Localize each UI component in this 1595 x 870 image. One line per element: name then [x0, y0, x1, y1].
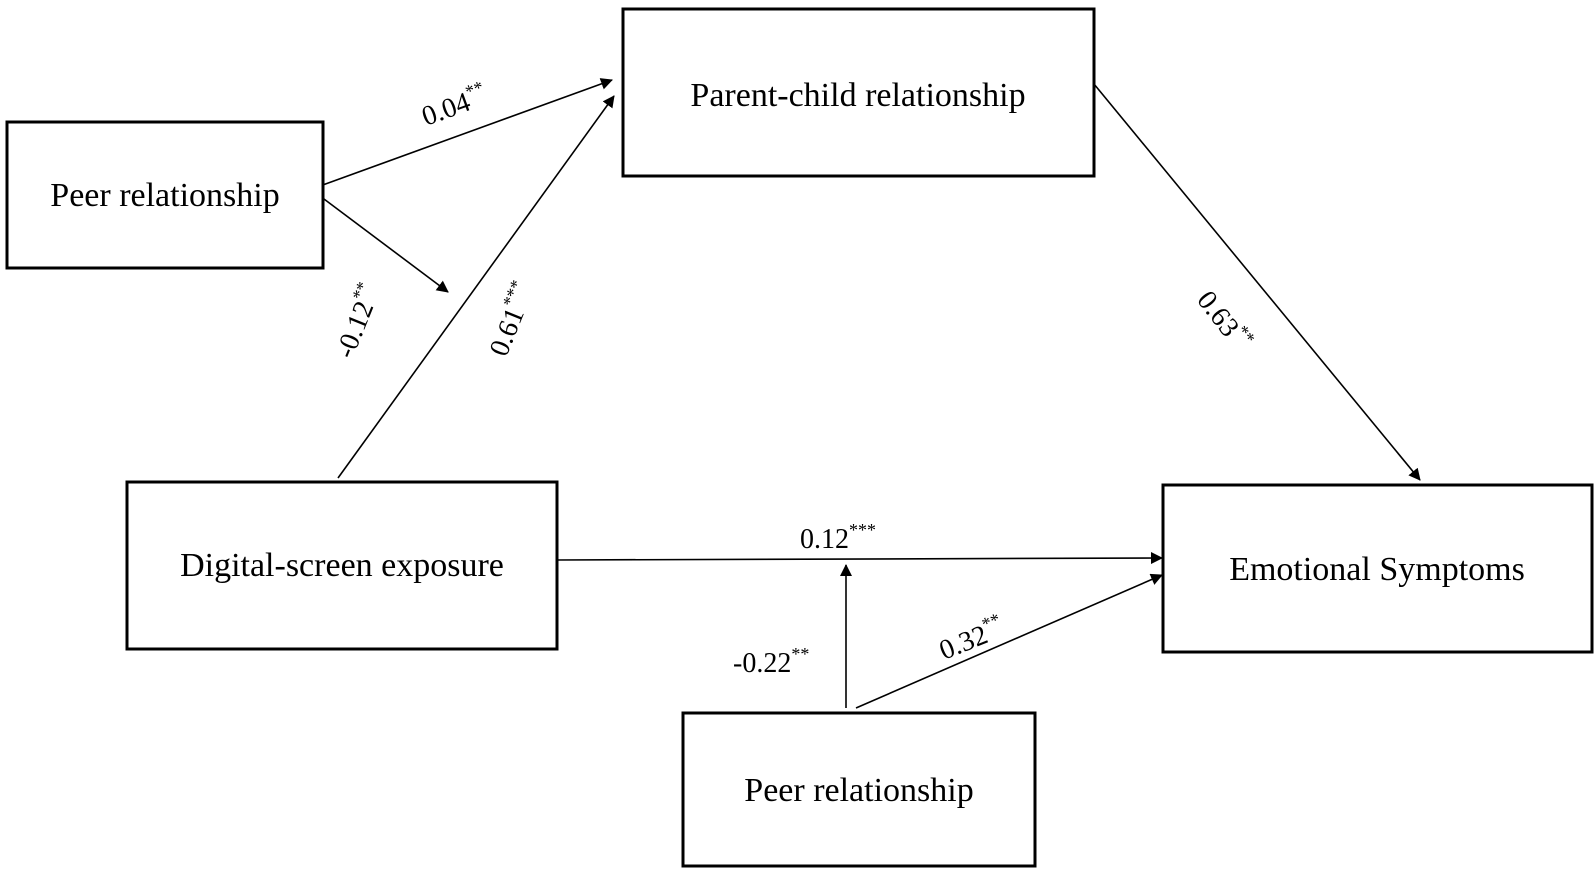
coef-peer-to-parent: 0.04** [416, 77, 491, 133]
edge-peer-to-emotional [855, 573, 1163, 709]
edge-digital-to-emotional [555, 552, 1163, 565]
node-label: Emotional Symptoms [1229, 551, 1525, 588]
node-label: Parent-child relationship [690, 77, 1025, 114]
node-peer-relationship-bottom: Peer relationship [681, 711, 1037, 868]
coef-digital-to-parent: 0.61*** [480, 277, 541, 361]
coef-peer-moderation-bottom: -0.22** [733, 644, 809, 679]
node-parent-child-relationship: Parent-child relationship [621, 7, 1096, 178]
edge-digital-to-parent [337, 95, 615, 479]
node-label: Digital-screen exposure [180, 547, 504, 584]
node-label: Peer relationship [50, 177, 279, 214]
coef-peer-moderation-top: -0.12** [326, 279, 387, 363]
edge-peer-moderation-top [319, 195, 449, 293]
node-label: Peer relationship [744, 772, 973, 809]
coef-digital-to-emotional: 0.12*** [800, 520, 876, 555]
edge-peer-to-parent [319, 78, 613, 187]
coef-parent-to-emotional: 0.63** [1190, 283, 1259, 357]
node-emotional-symptoms: Emotional Symptoms [1161, 483, 1594, 654]
node-peer-relationship-top: Peer relationship [5, 120, 325, 270]
node-digital-screen-exposure: Digital-screen exposure [125, 480, 559, 651]
edge-parent-to-emotional [1093, 83, 1421, 481]
edges [319, 78, 1421, 709]
